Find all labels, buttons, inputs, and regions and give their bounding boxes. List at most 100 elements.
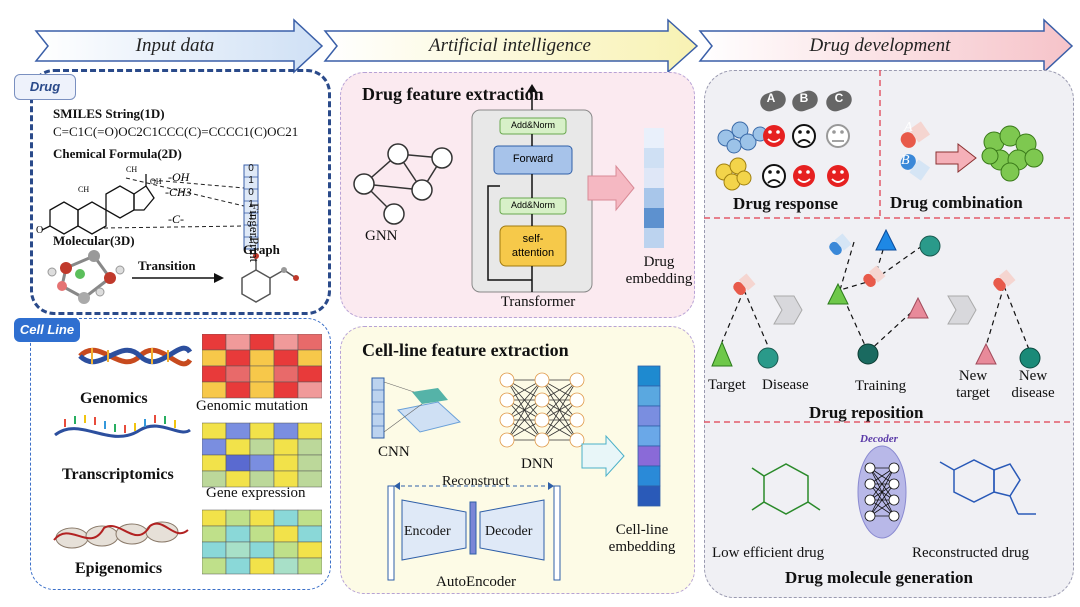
dnn-label: DNN [521,456,554,472]
cell-feature-graphic [371,365,661,581]
response-letter-a: A [766,91,776,105]
smiles-title: SMILES String(1D) [53,106,165,121]
response-letter-c: C [834,91,844,105]
fp-bit: 1 [248,211,254,222]
capsule-b-icon [900,154,931,181]
heatmap-cell [225,422,251,440]
decoder-title: Decoder [860,433,898,445]
new-target-label: New target [948,368,998,402]
molecular-title: Molecular(3D) [53,233,135,248]
new-target-triangle [975,342,997,365]
smiles-value: C=C1C(=O)OC2C1CCC(C)=CCCC1(C)OC21 [53,124,299,139]
heatmap-cell [273,454,299,472]
new-disease-circle [1019,347,1041,369]
drug-development-graphic [704,70,1074,539]
heatmap-cell [249,381,275,399]
training-circle-top [919,235,941,257]
heatmap-cell [297,509,322,527]
heatmap-cell [249,541,275,559]
response-letter-b: B [799,91,809,105]
cell-line-panel [30,318,331,590]
combination-cells-icon [981,125,1044,182]
svg-text:OH: OH [150,177,162,186]
cnn-icon [371,377,462,439]
heatmap-cell [202,365,227,383]
happy-face-icon [827,165,849,187]
chevron-arrow-1 [773,295,803,325]
heatmap-cell [225,509,251,527]
autoencoder-label: AutoEncoder [436,574,516,590]
decoder-label: Decoder [485,524,533,539]
cnn-label: CNN [378,444,410,460]
heatmap-cell [249,334,275,351]
disease-circle [757,347,779,369]
network-edge [506,379,543,421]
add-norm-bottom-box [499,197,567,215]
dnn-icon [499,372,585,448]
network-edge [541,379,578,421]
heatmap-cell [297,438,322,456]
reconstruct-label: Reconstruct [442,474,509,489]
new-target-line1: New [958,368,988,384]
transcriptomics-label: Transcriptomics [62,466,174,483]
heatmap-cell [297,349,322,367]
heatmap-cell [225,365,251,383]
heatmap-cell [202,438,227,456]
self-attention-line2: attention [511,247,555,259]
drug-panel [30,69,331,315]
fp-bit: 1 [248,175,254,186]
heatmap-cell [202,422,227,440]
add-norm-top-box [499,117,567,135]
reposition-edges [721,239,1031,353]
fp-bit: : [249,223,253,234]
drug-feature-title: Drug feature extraction [362,84,544,104]
heatmap-cell [273,334,299,351]
heatmap-cell [297,454,322,472]
heatmap-cell [202,509,227,527]
sad-face-icon [792,124,816,148]
heatmap-cell [249,422,275,440]
cell-embed-arrow [581,434,625,478]
drug-tag: Drug [14,74,76,100]
cell-feature-title: Cell-line feature extraction [362,340,569,360]
svg-text:CH: CH [126,165,137,174]
network-edge [541,379,578,441]
input-data-arrow [34,18,324,74]
self-attention-box [499,225,567,267]
heatmap-cell [202,557,227,575]
heatmap-cell [273,422,299,440]
drug-embedding-column [644,128,664,248]
gene-expression-heatmap [202,422,322,488]
svg-text:O: O [36,225,43,236]
drug-embedding-line2: embedding [625,271,693,287]
combination-arrow [935,142,977,174]
forward-box [493,145,573,175]
heatmap-cell [273,381,299,399]
drug-structure-graphic: O CH CH OH [36,164,299,304]
epigenomics-heatmap [202,509,322,575]
autoencoder-icon [387,482,561,581]
target-triangle [711,340,733,367]
training-circle [857,343,879,365]
steroid-structure [41,174,155,235]
heatmap-cell [249,438,275,456]
heatmap-cell [297,365,322,383]
rna-strand-icon [54,415,191,438]
low-efficient-drug-structure [751,463,821,515]
heatmap-cell [273,349,299,367]
chevron-arrow-2 [947,295,977,325]
heatmap-cell [249,509,275,527]
nucleosome-icon [53,521,189,549]
forward-label: Forward [512,153,554,165]
genomics-label: Genomics [80,390,148,407]
network-edge [506,399,543,441]
graph-label: Graph [243,242,280,257]
group-c: -C- [168,212,184,226]
heatmap-cell [297,470,322,488]
molecule-3d-icon [47,250,125,304]
epigenomics-label: Epigenomics [75,560,163,577]
heatmap-cell [297,334,322,351]
sad-face-icon [762,164,786,188]
cell-embedding-line1: Cell-line [615,522,669,538]
heatmap-cell [225,334,251,351]
